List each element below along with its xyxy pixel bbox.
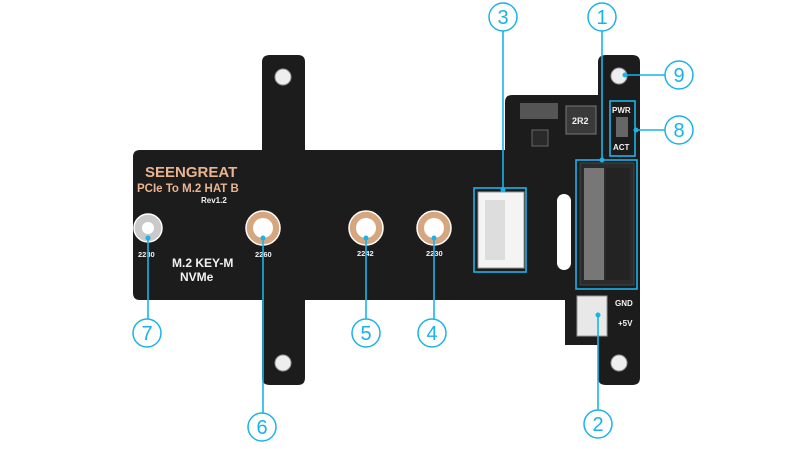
highlight-fpc: [473, 187, 527, 273]
callout-9: 9: [664, 60, 694, 90]
svg-text:2: 2: [592, 414, 603, 436]
key-label: M.2 KEY-M: [172, 256, 233, 270]
m2-slot: [579, 162, 635, 286]
callout-4: 4: [417, 318, 447, 348]
callout-2: 2: [583, 409, 613, 439]
standoff-holes: [133, 210, 452, 246]
svg-text:7: 7: [141, 323, 152, 345]
callout-6: 6: [247, 412, 277, 442]
5v-label: +5V: [618, 319, 633, 328]
callout-7: 7: [132, 318, 162, 348]
svg-text:6: 6: [256, 417, 267, 439]
highlight-m2: [575, 159, 638, 290]
leader-lines: [145, 30, 665, 413]
brand-logo: SEENGREAT: [145, 164, 237, 181]
inductor-label: 2R2: [572, 116, 589, 126]
callout-5: 5: [351, 318, 381, 348]
pcb-board: [133, 55, 640, 385]
callout-3: 3: [488, 2, 518, 32]
ic-chip: [531, 129, 549, 147]
product-name: PCIe To M.2 HAT B: [137, 183, 239, 195]
power-connector: [576, 295, 608, 337]
svg-text:9: 9: [673, 65, 684, 87]
svg-text:5: 5: [360, 323, 371, 345]
pwr-label: PWR: [612, 106, 631, 115]
resistor-array: [520, 103, 558, 119]
callout-8: 8: [664, 115, 694, 145]
mount-label-2230a: 2230: [138, 250, 155, 259]
pcie-fpc-connector: [477, 191, 525, 269]
gnd-label: GND: [615, 299, 633, 308]
svg-text:4: 4: [426, 323, 437, 345]
revision-label: Rev1.2: [201, 196, 227, 205]
type-label: NVMe: [180, 270, 214, 284]
act-label: ACT: [613, 143, 630, 152]
board-slot: [557, 194, 571, 270]
svg-text:8: 8: [673, 120, 684, 142]
svg-text:3: 3: [497, 7, 508, 29]
status-leds: [616, 117, 628, 137]
inductor: [565, 105, 597, 135]
callout-1: 1: [587, 2, 617, 32]
svg-text:1: 1: [596, 7, 607, 29]
mounting-holes: [274, 67, 628, 372]
